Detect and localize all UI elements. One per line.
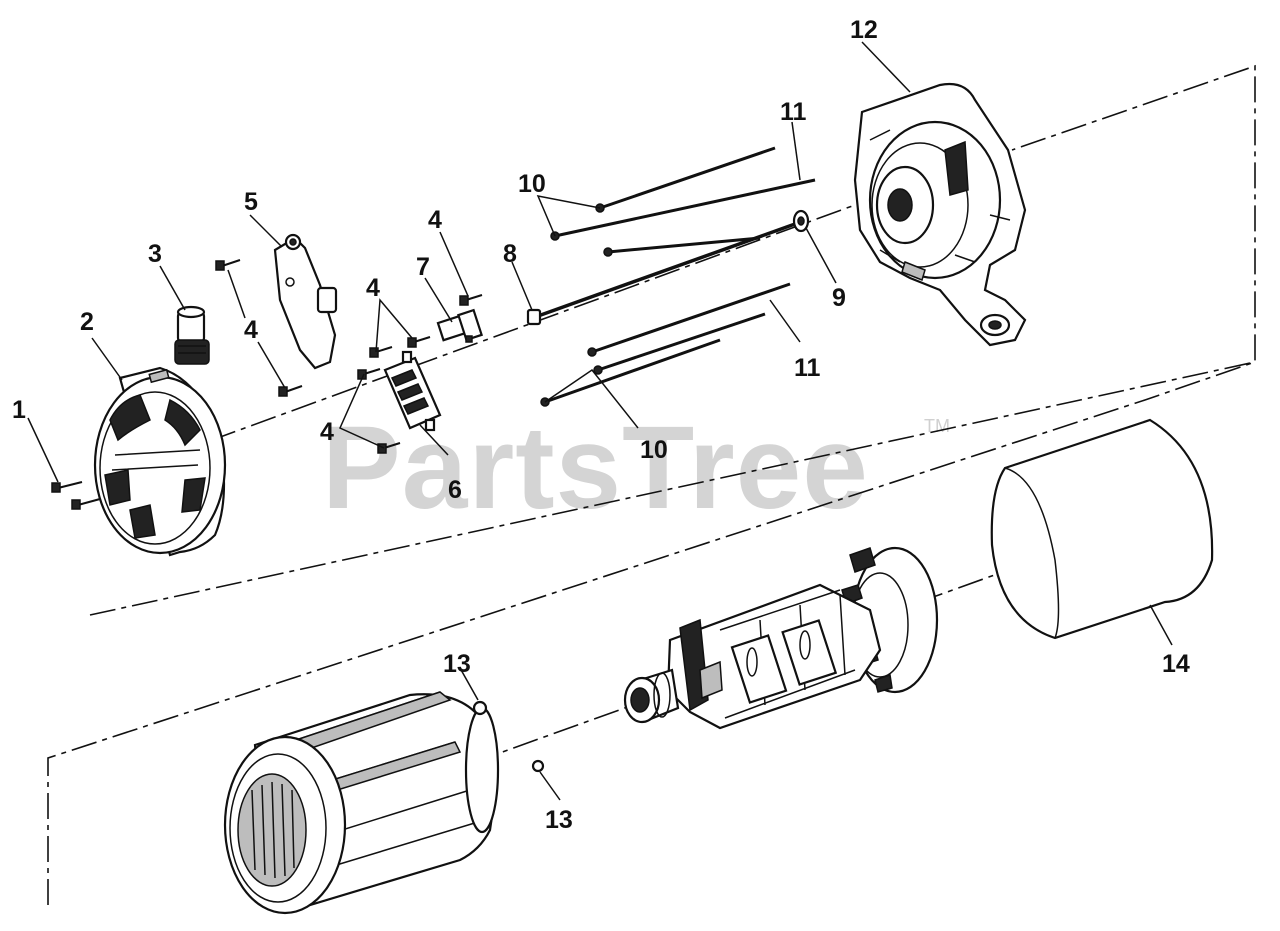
callout-1: 1 xyxy=(12,396,26,424)
trademark-mark: TM xyxy=(924,416,950,436)
screw-4-block-d xyxy=(377,442,401,454)
stator-core xyxy=(223,691,500,915)
callout-3: 3 xyxy=(148,240,162,268)
parts-tree-watermark: PartsTree xyxy=(322,402,869,534)
part-6-terminal-block xyxy=(383,350,442,432)
leader-lines xyxy=(27,41,1173,801)
screw-4-cover-top xyxy=(215,259,241,271)
callout-4-holder: 4 xyxy=(428,206,442,234)
part-13-studs xyxy=(472,700,545,773)
part-3-grommet xyxy=(174,305,210,365)
screw-1-upper xyxy=(51,481,83,493)
screw-4-block-b xyxy=(407,336,431,348)
callout-10-lower: 10 xyxy=(640,436,668,464)
callout-4-block-bottom: 4 xyxy=(320,418,334,446)
screw-4-block-c xyxy=(357,368,381,380)
callout-5: 5 xyxy=(244,188,258,216)
part-5-brush-cover xyxy=(273,233,338,370)
screw-1-lower xyxy=(71,498,101,510)
callout-14: 14 xyxy=(1162,650,1190,678)
callout-8: 8 xyxy=(503,240,517,268)
part-12-rear-housing xyxy=(853,82,1027,347)
rotor-assembly xyxy=(623,546,939,730)
callout-4-cover: 4 xyxy=(244,316,258,344)
screw-4-holder xyxy=(459,294,483,306)
part-14-stator-cover xyxy=(990,418,1214,640)
part-7-brush-holder xyxy=(436,308,484,343)
part-10-11-rods xyxy=(540,146,816,407)
callout-11-upper: 11 xyxy=(780,98,807,126)
callout-11-lower: 11 xyxy=(794,354,821,382)
callout-7: 7 xyxy=(416,253,430,281)
screw-4-block-a xyxy=(369,346,393,358)
screw-4-cover-bottom xyxy=(278,385,303,397)
callout-12: 12 xyxy=(850,16,878,44)
callout-10-upper: 10 xyxy=(518,170,546,198)
callout-13-upper: 13 xyxy=(443,650,471,678)
callout-2: 2 xyxy=(80,308,94,336)
part-2-front-cover xyxy=(93,366,227,557)
callout-labels: 1 2 3 4 4 4 4 5 6 7 8 9 10 10 11 11 12 1… xyxy=(12,16,1190,834)
callout-13-lower: 13 xyxy=(545,806,573,834)
callout-9: 9 xyxy=(832,284,846,312)
part-9-washer xyxy=(792,209,810,233)
callout-4-block-top: 4 xyxy=(366,274,380,302)
callout-6: 6 xyxy=(448,476,462,504)
